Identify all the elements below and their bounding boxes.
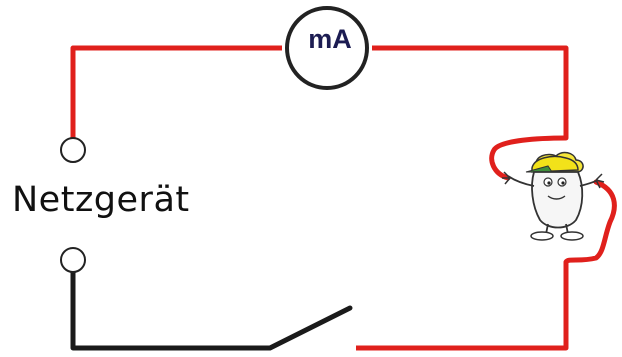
- power-supply-terminal-top: [60, 137, 86, 163]
- wire-top-left: [70, 45, 282, 140]
- power-supply-label: Netzgerät: [12, 180, 190, 220]
- milliammeter-label: mA: [308, 24, 352, 54]
- wire-figure-loop-left: [489, 135, 569, 181]
- wire-figure-loop-right: [563, 179, 617, 265]
- wire-top-right: [372, 45, 569, 138]
- wire-bottom-right: [356, 262, 569, 351]
- cartoon-figure-element: [502, 151, 605, 241]
- power-supply-terminal-bottom: [60, 247, 86, 273]
- open-switch-blade: [267, 305, 353, 351]
- wire-bottom-left: [70, 272, 270, 351]
- milliammeter-ring: [285, 6, 369, 90]
